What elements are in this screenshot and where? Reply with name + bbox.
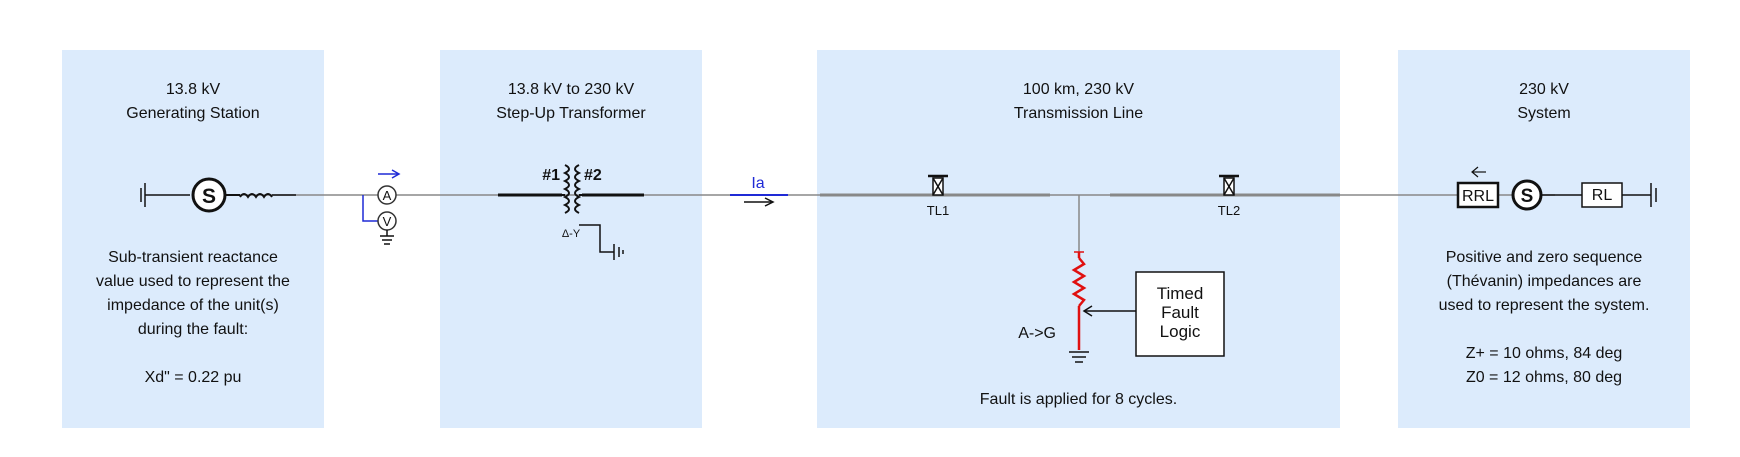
- note-line: Xd" = 0.22 pu: [144, 369, 242, 386]
- current-direction-arrow: [744, 197, 775, 207]
- fault-type-label: A->G: [1018, 325, 1056, 342]
- title-line1: 230 kV: [1519, 81, 1569, 98]
- ground-icon: [613, 244, 624, 260]
- source-symbol: S: [1521, 186, 1534, 207]
- note-line: Z+ = 10 ohms, 84 deg: [1465, 345, 1623, 362]
- transformer-connection-label: Δ-Y: [562, 228, 581, 240]
- note-line: Fault is applied for 8 cycles.: [979, 391, 1178, 408]
- note-line: used to represent the system.: [1438, 297, 1650, 314]
- voltmeter-label: V: [383, 214, 392, 229]
- note-line: value used to represent the: [96, 273, 290, 290]
- tl1-label: TL1: [927, 203, 949, 218]
- rl-label: RL: [1592, 187, 1613, 204]
- winding1-label: #1: [542, 167, 560, 184]
- panel-transformer: 13.8 kV to 230 kV Step-Up Transformer: [440, 50, 702, 428]
- ground-icon: [140, 183, 190, 207]
- transmission-tower-icon: [1219, 174, 1239, 196]
- logic-label-line2: Fault: [1161, 303, 1199, 322]
- panel-title: 13.8 kV Generating Station: [62, 78, 324, 126]
- note-line: Sub-transient reactance: [108, 249, 278, 266]
- system-note: Positive and zero sequence (Thévanin) im…: [1398, 246, 1690, 390]
- voltmeter-icon: V: [377, 211, 397, 231]
- ac-source-icon: S: [1511, 179, 1543, 211]
- inductor-icon: [225, 193, 296, 199]
- note-line: Positive and zero sequence: [1445, 249, 1643, 266]
- panel-transmission-line: 100 km, 230 kV Transmission Line Fault i…: [817, 50, 1340, 428]
- fault-icon: [1071, 251, 1087, 350]
- panel-system: 230 kV System Positive and zero sequence…: [1398, 50, 1690, 428]
- title-line1: 100 km, 230 kV: [1022, 81, 1135, 98]
- rrl-impedance: RRL: [1456, 181, 1500, 209]
- winding2-label: #2: [584, 167, 602, 184]
- rrl-direction-arrow: [1471, 166, 1486, 178]
- title-line1: 13.8 kV: [165, 81, 221, 98]
- tl2-label: TL2: [1218, 203, 1240, 218]
- ground-icon: [1622, 183, 1657, 207]
- title-line2: Step-Up Transformer: [496, 105, 646, 122]
- title-line2: Transmission Line: [1013, 105, 1144, 122]
- transformer-icon: [498, 164, 644, 253]
- voltmeter-wires: [362, 195, 378, 222]
- ground-icon: [380, 230, 394, 245]
- panel-generating-station: 13.8 kV Generating Station Sub-transient…: [62, 50, 324, 428]
- ac-source-icon: S: [191, 177, 227, 213]
- logic-label-line3: Logic: [1160, 322, 1201, 341]
- source-symbol: S: [202, 185, 216, 208]
- ammeter-label: A: [383, 188, 392, 203]
- ground-icon: [1069, 351, 1089, 363]
- note-line: Z0 = 12 ohms, 80 deg: [1465, 369, 1623, 386]
- title-line2: System: [1517, 105, 1571, 122]
- ammeter-current-arrow: [378, 169, 401, 179]
- note-line: impedance of the unit(s): [107, 297, 279, 314]
- logic-label-line1: Timed: [1157, 284, 1204, 303]
- transmission-tower-icon: [928, 174, 948, 196]
- generator-note: Sub-transient reactance value used to re…: [62, 246, 324, 390]
- current-label: Ia: [751, 175, 764, 192]
- title-line1: 13.8 kV to 230 kV: [507, 81, 635, 98]
- panel-title: 13.8 kV to 230 kV Step-Up Transformer: [440, 78, 702, 126]
- ammeter-icon: A: [377, 185, 397, 205]
- fault-control-arrow: [1082, 305, 1136, 317]
- rrl-label: RRL: [1462, 188, 1494, 205]
- panel-title: 230 kV System: [1398, 78, 1690, 126]
- rl-impedance: RL: [1581, 182, 1623, 208]
- fault-note: Fault is applied for 8 cycles.: [817, 388, 1340, 412]
- note-line: (Thévanin) impedances are: [1446, 273, 1642, 290]
- panel-title: 100 km, 230 kV Transmission Line: [817, 78, 1340, 126]
- note-line: during the fault:: [137, 321, 249, 338]
- timed-fault-logic-block[interactable]: Timed Fault Logic: [1135, 271, 1225, 357]
- title-line2: Generating Station: [126, 105, 260, 122]
